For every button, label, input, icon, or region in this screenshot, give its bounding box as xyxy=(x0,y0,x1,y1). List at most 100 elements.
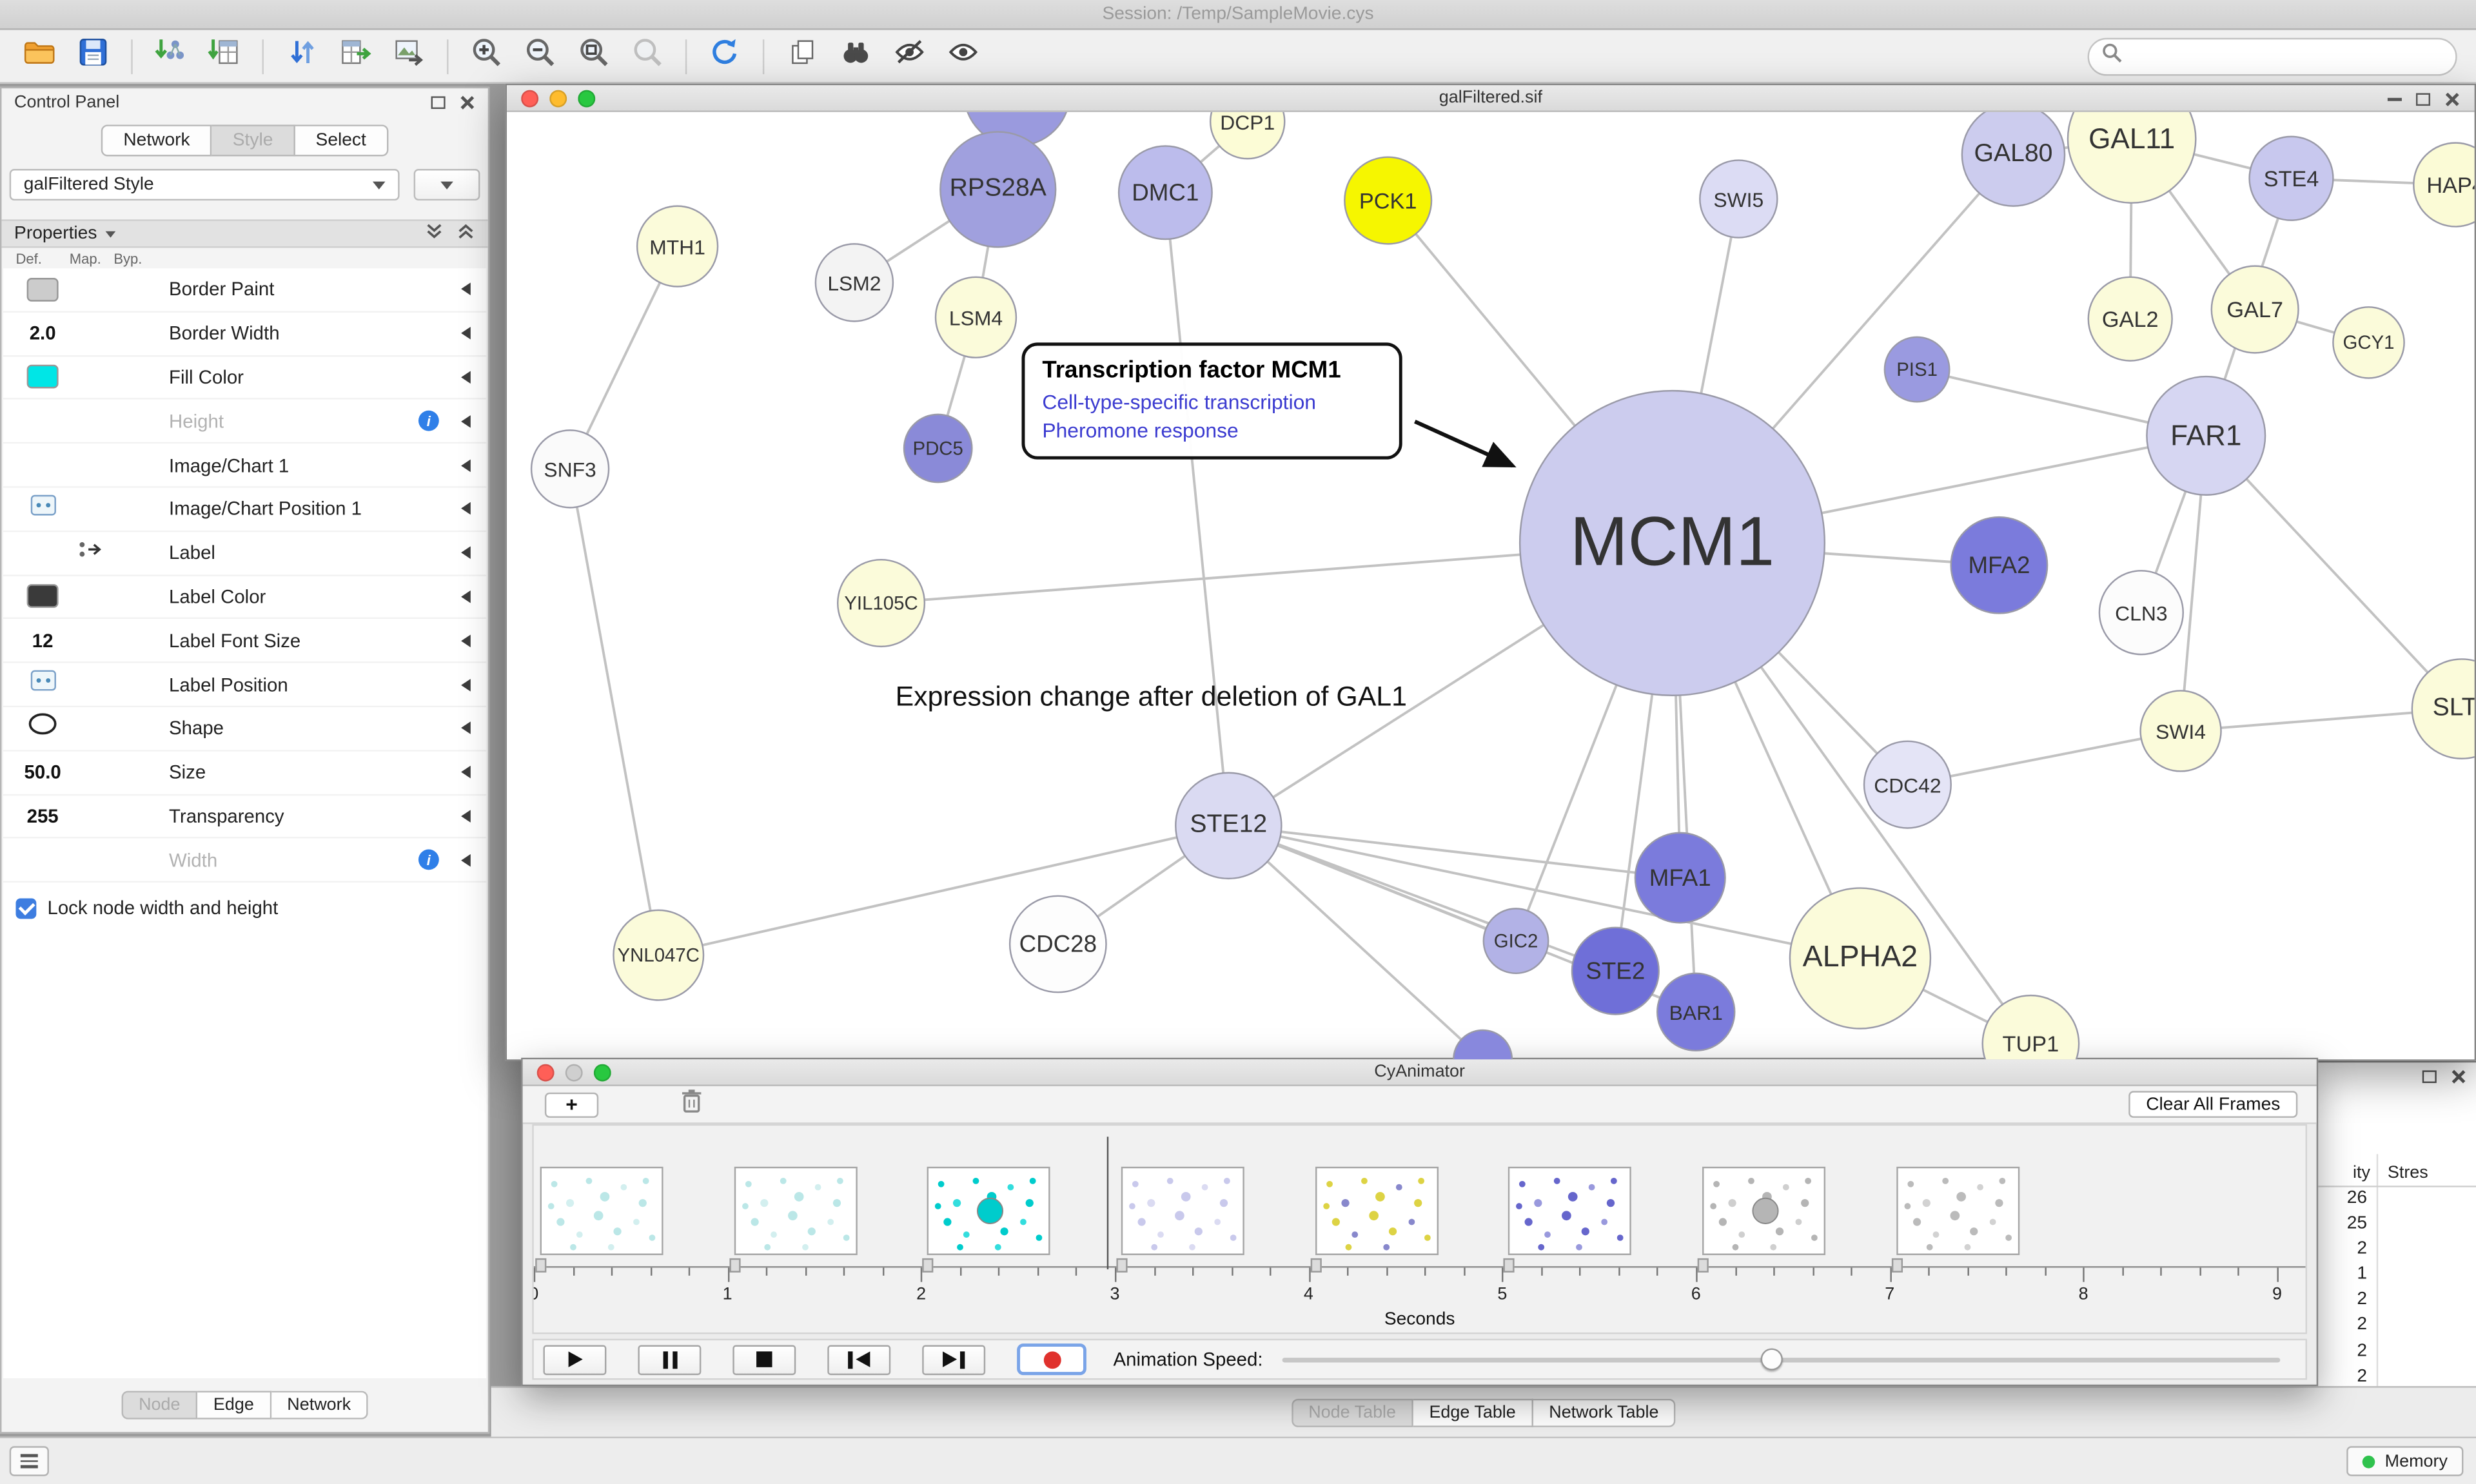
timeline-playhead[interactable] xyxy=(1106,1137,1109,1269)
export-image-button[interactable] xyxy=(386,34,433,79)
table-row[interactable]: 2 xyxy=(2318,1240,2476,1265)
network-node-ALPHA2[interactable]: ALPHA2 xyxy=(1789,887,1932,1030)
default-value-cell[interactable] xyxy=(15,585,69,609)
network-node-GAL2[interactable]: GAL2 xyxy=(2087,276,2173,362)
network-transfer-button[interactable] xyxy=(278,34,325,79)
network-node-CDC42[interactable]: CDC42 xyxy=(1863,740,1952,829)
search-box[interactable] xyxy=(2087,37,2457,76)
network-node-SNF3[interactable]: SNF3 xyxy=(530,429,610,509)
refresh-view-button[interactable] xyxy=(701,34,748,79)
cyanimator-titlebar[interactable]: CyAnimator xyxy=(522,1059,2317,1086)
frame-handle-2[interactable] xyxy=(923,1258,934,1273)
property-row-label-color[interactable]: Label Color xyxy=(3,575,487,620)
default-value-cell[interactable]: 255 xyxy=(15,805,69,827)
network-node-BAR1[interactable]: BAR1 xyxy=(1656,972,1736,1052)
network-node-GIC2[interactable]: GIC2 xyxy=(1482,908,1549,975)
zoom-window-button[interactable] xyxy=(593,1064,611,1082)
minimize-window-button[interactable] xyxy=(549,90,567,108)
expand-arrow-icon[interactable] xyxy=(461,678,471,691)
expand-arrow-icon[interactable] xyxy=(461,502,471,516)
default-value-cell[interactable] xyxy=(15,670,69,700)
property-row-fill-color[interactable]: Fill Color xyxy=(3,356,487,400)
zoom-window-button[interactable] xyxy=(578,90,596,108)
save-session-button[interactable] xyxy=(70,34,117,79)
frame-thumbnail-6[interactable] xyxy=(1702,1166,1826,1255)
zoom-selected-button[interactable] xyxy=(624,34,671,79)
frame-thumbnail-5[interactable] xyxy=(1508,1166,1632,1255)
play-button[interactable] xyxy=(543,1344,607,1374)
zoom-fit-button[interactable] xyxy=(570,34,617,79)
frame-thumbnail-0[interactable] xyxy=(540,1166,663,1255)
next-frame-button[interactable] xyxy=(922,1344,986,1374)
expand-arrow-icon[interactable] xyxy=(461,590,471,603)
frame-handle-4[interactable] xyxy=(1310,1258,1322,1273)
default-value-cell[interactable] xyxy=(15,365,69,389)
pause-button[interactable] xyxy=(638,1344,702,1374)
float-panel-icon[interactable] xyxy=(2422,1070,2437,1084)
frame-handle-3[interactable] xyxy=(1116,1258,1128,1273)
network-node-STE12[interactable]: STE12 xyxy=(1175,772,1282,880)
network-node-SWI5[interactable]: SWI5 xyxy=(1699,159,1778,239)
export-table-button[interactable] xyxy=(331,34,378,79)
column-header[interactable]: ity xyxy=(2353,1163,2370,1183)
close-panel-icon[interactable] xyxy=(2444,91,2460,106)
frame-handle-1[interactable] xyxy=(729,1258,740,1273)
frame-thumbnail-4[interactable] xyxy=(1315,1166,1439,1255)
float-panel-icon[interactable] xyxy=(431,96,446,109)
style-options-button[interactable] xyxy=(413,169,480,201)
frame-thumbnail-2[interactable] xyxy=(927,1166,1051,1255)
default-value-cell[interactable] xyxy=(15,277,69,302)
network-node-LSM4[interactable]: LSM4 xyxy=(934,276,1017,358)
annotation-link[interactable]: Cell-type-specific transcription xyxy=(1042,389,1317,413)
tab-node[interactable]: Node xyxy=(121,1391,198,1420)
annotation-link[interactable]: Pheromone response xyxy=(1042,418,1239,442)
previous-frame-button[interactable] xyxy=(827,1344,891,1374)
network-node-GCY1[interactable]: GCY1 xyxy=(2332,306,2405,379)
network-node-STE2[interactable]: STE2 xyxy=(1571,926,1660,1015)
show-all-button[interactable] xyxy=(939,34,987,79)
close-panel-icon[interactable] xyxy=(2451,1069,2466,1084)
copy-button[interactable] xyxy=(778,34,825,79)
slider-thumb[interactable] xyxy=(1760,1348,1782,1371)
tab-network-table[interactable]: Network Table xyxy=(1533,1398,1676,1427)
collapse-all-icon[interactable] xyxy=(425,222,444,244)
expand-arrow-icon[interactable] xyxy=(461,766,471,779)
network-node-MFA2[interactable]: MFA2 xyxy=(1950,516,2049,614)
close-panel-icon[interactable] xyxy=(460,95,475,110)
app-titlebar[interactable]: Session: /Temp/SampleMovie.cys xyxy=(0,0,2476,30)
network-node-GAL7[interactable]: GAL7 xyxy=(2210,265,2299,354)
table-row[interactable]: 2 xyxy=(2318,1316,2476,1341)
default-value-cell[interactable]: 12 xyxy=(15,630,69,652)
tab-select[interactable]: Select xyxy=(295,124,389,157)
network-node-YIL105C[interactable]: YIL105C xyxy=(836,558,926,648)
canvas-text-annotation[interactable]: Expression change after deletion of GAL1 xyxy=(895,680,1407,712)
minimize-window-button[interactable] xyxy=(565,1064,583,1082)
table-row[interactable]: 25 xyxy=(2318,1215,2476,1240)
property-row-shape[interactable]: Shape xyxy=(3,707,487,752)
frame-thumbnail-3[interactable] xyxy=(1121,1166,1244,1255)
default-value-cell[interactable] xyxy=(15,494,69,524)
frame-handle-6[interactable] xyxy=(1697,1258,1709,1273)
first-neighbors-button[interactable] xyxy=(832,34,879,79)
default-value-cell[interactable]: 2.0 xyxy=(15,322,69,344)
annotation-box[interactable]: Transcription factor MCM1 Cell-type-spec… xyxy=(1021,342,1402,460)
tab-network[interactable]: Network xyxy=(101,124,212,157)
frame-thumbnail-1[interactable] xyxy=(733,1166,857,1255)
frame-handle-7[interactable] xyxy=(1891,1258,1903,1273)
default-value-cell[interactable] xyxy=(15,712,69,744)
network-node-CDC28[interactable]: CDC28 xyxy=(1008,895,1107,993)
close-window-button[interactable] xyxy=(536,1064,555,1082)
network-node-HAP4[interactable]: HAP4 xyxy=(2413,142,2475,228)
expand-arrow-icon[interactable] xyxy=(461,722,471,735)
import-table-button[interactable] xyxy=(201,34,248,79)
network-node-PCK1[interactable]: PCK1 xyxy=(1344,156,1433,245)
frame-handle-0[interactable] xyxy=(535,1258,547,1273)
table-row[interactable]: 2 xyxy=(2318,1367,2476,1392)
open-session-button[interactable] xyxy=(15,34,63,79)
lock-size-checkbox[interactable] xyxy=(15,897,37,919)
